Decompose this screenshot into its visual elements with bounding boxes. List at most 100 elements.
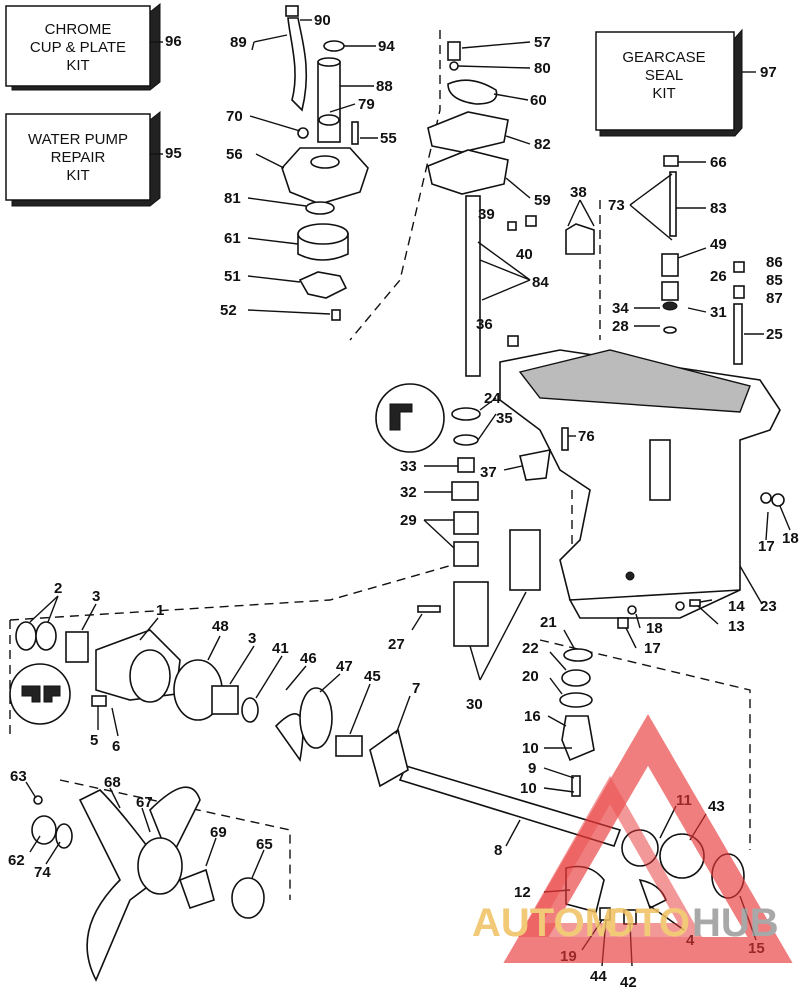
callout-35: 35 [496,410,513,427]
callout-82: 82 [534,136,551,153]
callout-1: 1 [156,602,164,619]
callout-88: 88 [376,78,393,95]
kit-water-pump-line3: KIT [66,167,89,184]
callout-45: 45 [364,668,381,685]
callout-67: 67 [136,794,153,811]
kit-chrome-line2: CUP & PLATE [30,39,126,56]
callout-17-lower: 17 [644,640,661,657]
watermark-text-mid: OTO [604,901,690,945]
callout-40: 40 [516,246,533,263]
callout-28: 28 [612,318,629,335]
callout-12: 12 [514,884,531,901]
callout-21: 21 [540,614,557,631]
watermark-triangle-small [517,775,703,937]
callout-38: 38 [570,184,587,201]
kit-gearcase-line1: GEARCASE [622,49,705,66]
callout-32: 32 [400,484,417,501]
callout-65: 65 [256,836,273,853]
watermark-triangle-large [503,714,793,963]
kit-water-pump-line2: REPAIR [51,149,106,166]
callout-70: 70 [226,108,243,125]
callout-86: 86 [766,254,783,271]
callout-10-lower: 10 [520,780,537,797]
callout-76: 76 [578,428,595,445]
callout-49: 49 [710,236,727,253]
kit-chrome-line1: CHROME [45,21,112,38]
propeller [31,786,265,982]
callout-25: 25 [766,326,783,343]
callout-16: 16 [524,708,541,725]
callout-87: 87 [766,290,783,307]
callout-numbers: 90 89 94 88 79 70 55 56 81 61 51 52 57 8… [8,12,799,991]
kit-water-pump-line1: WATER PUMP [28,131,128,148]
callout-56: 56 [226,146,243,163]
callout-14: 14 [728,598,745,615]
callout-79: 79 [358,96,375,113]
callout-60: 60 [530,92,547,109]
kit-chrome-line3: KIT [66,57,89,74]
callout-85: 85 [766,272,783,289]
water-pump-parts [281,5,369,321]
watermark-logo: AUTOM OTO HUB [472,714,793,963]
callout-3-right: 3 [248,630,256,647]
callout-10-upper: 10 [522,740,539,757]
callout-63: 63 [10,768,27,785]
callout-29: 29 [400,512,417,529]
callout-39: 39 [478,206,495,223]
callout-43: 43 [708,798,725,815]
callout-51: 51 [224,268,241,285]
callout-66: 66 [710,154,727,171]
callout-47: 47 [336,658,353,675]
callout-36: 36 [476,316,493,333]
callout-20: 20 [522,668,539,685]
kit-box-gearcase: GEARCASE SEAL KIT 97 [595,28,777,137]
callout-73: 73 [608,197,625,214]
kit-water-pump-number: 95 [165,145,182,162]
callout-83: 83 [710,200,727,217]
callout-59: 59 [534,192,551,209]
kit-gearcase-line3: KIT [652,85,675,102]
watermark-text-left: AUTOM [472,901,618,945]
callout-52: 52 [220,302,237,319]
callout-5: 5 [90,732,98,749]
assembly-dashed-lines [9,30,751,900]
callout-37: 37 [480,464,497,481]
kit-box-chrome: CHROME CUP & PLATE KIT 96 [5,2,182,91]
callout-27: 27 [388,636,405,653]
callout-34: 34 [612,300,629,317]
callout-69: 69 [210,824,227,841]
callout-62: 62 [8,852,25,869]
watermark-text-right: HUB [692,901,779,945]
callout-84: 84 [532,274,549,291]
kit-chrome-number: 96 [165,33,182,50]
callout-18: 18 [782,530,799,547]
callout-23: 23 [760,598,777,615]
callout-94: 94 [378,38,395,55]
callout-80: 80 [534,60,551,77]
kit-box-water-pump: WATER PUMP REPAIR KIT 95 [5,110,182,207]
top-center-parts [427,41,595,377]
prop-shaft-parts [9,621,409,788]
callout-18-lower: 18 [646,620,663,637]
callout-68: 68 [104,774,121,791]
shift-rod-parts [661,155,745,365]
callout-90: 90 [314,12,331,29]
callout-33: 33 [400,458,417,475]
callout-2: 2 [54,580,62,597]
gearcase-housing [499,349,781,619]
callout-55: 55 [380,130,397,147]
callout-31: 31 [710,304,727,321]
callout-8: 8 [494,842,502,859]
kit-gearcase-number: 97 [760,64,777,81]
callout-24: 24 [484,390,501,407]
callout-81: 81 [224,190,241,207]
callout-44: 44 [590,968,607,985]
callout-57: 57 [534,34,551,51]
mid-parts [375,383,785,647]
callout-3: 3 [92,588,100,605]
callout-41: 41 [272,640,289,657]
callout-26: 26 [710,268,727,285]
callout-7: 7 [412,680,420,697]
callout-46: 46 [300,650,317,667]
